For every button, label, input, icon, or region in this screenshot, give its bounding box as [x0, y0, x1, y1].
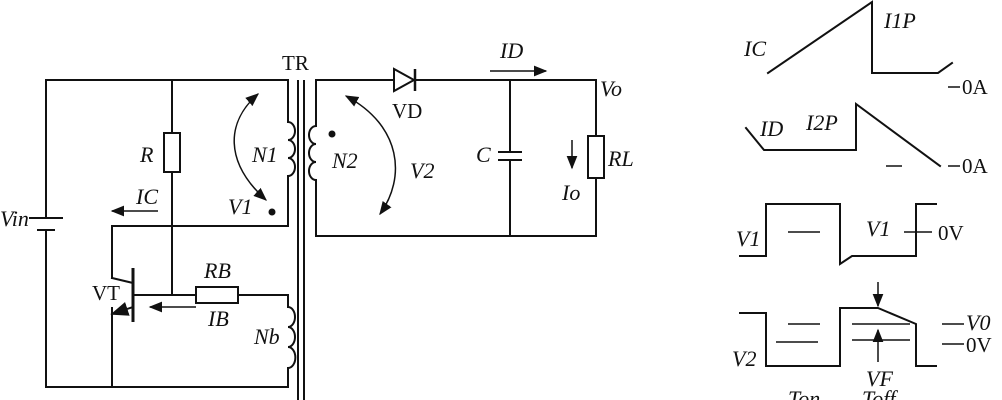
secondary-circuit [315, 79, 597, 237]
diode-current-label: ID [499, 38, 523, 63]
ic-waveform [766, 0, 954, 75]
ic-peak-label: I1P [883, 8, 916, 33]
base-current-label: IB [207, 306, 229, 331]
diode-label: VD [392, 99, 422, 123]
v2-zero-label: 0V [966, 333, 992, 357]
ton-label: Ton [788, 386, 820, 400]
resistor-r-label: R [139, 142, 154, 167]
ic-zero-label: 0A [962, 75, 989, 99]
id-waveform [744, 102, 942, 168]
transformer-label: TR [282, 51, 309, 75]
v1-curved-arrow [233, 93, 268, 201]
id-zero-label: 0A [962, 154, 989, 178]
resistor-r [163, 132, 181, 173]
feedback-winding-label: Nb [253, 324, 280, 349]
diode-vd [393, 67, 417, 93]
primary-winding-coil [286, 120, 296, 178]
v1-left-label: V1 [736, 226, 760, 251]
v2-waveform [739, 307, 937, 367]
v2-curved-arrow [344, 95, 397, 216]
capacitor-label: C [476, 142, 491, 167]
v2-label: V2 [732, 346, 756, 371]
transistor-vt [110, 268, 135, 322]
collector-current-label: IC [135, 184, 158, 209]
id-peak-label: I2P [805, 110, 838, 135]
v1-waveform [739, 203, 937, 266]
secondary-winding-coil [308, 124, 318, 182]
secondary-voltage-label: V2 [410, 158, 434, 183]
ic-label: IC [743, 36, 766, 61]
id-label: ID [759, 116, 783, 141]
input-voltage-label: Vin [0, 206, 29, 231]
output-current-label: Io [561, 180, 580, 205]
resistor-rb [195, 286, 239, 304]
transistor-label: VT [92, 281, 120, 305]
battery-symbol [29, 217, 63, 231]
primary-circuit [45, 79, 289, 388]
transformer-core [297, 80, 305, 400]
toff-label: Toff [862, 386, 898, 400]
primary-dot-marker [268, 208, 276, 216]
load-label: RL [607, 146, 634, 171]
v1-zero-label: 0V [938, 221, 964, 245]
v1-right-label: V1 [866, 216, 890, 241]
resistor-rb-label: RB [203, 258, 231, 283]
feedback-winding-coil [286, 305, 297, 370]
primary-winding-label: N1 [251, 142, 278, 167]
secondary-winding-label: N2 [331, 148, 358, 173]
output-voltage-label: Vo [600, 76, 622, 101]
primary-voltage-label: V1 [228, 194, 252, 219]
vf-label: VF [866, 366, 893, 391]
load-resistor [587, 135, 605, 179]
secondary-dot-marker [328, 130, 336, 138]
capacitor-c [498, 151, 522, 161]
v2-vo-label: V0 [966, 310, 990, 335]
